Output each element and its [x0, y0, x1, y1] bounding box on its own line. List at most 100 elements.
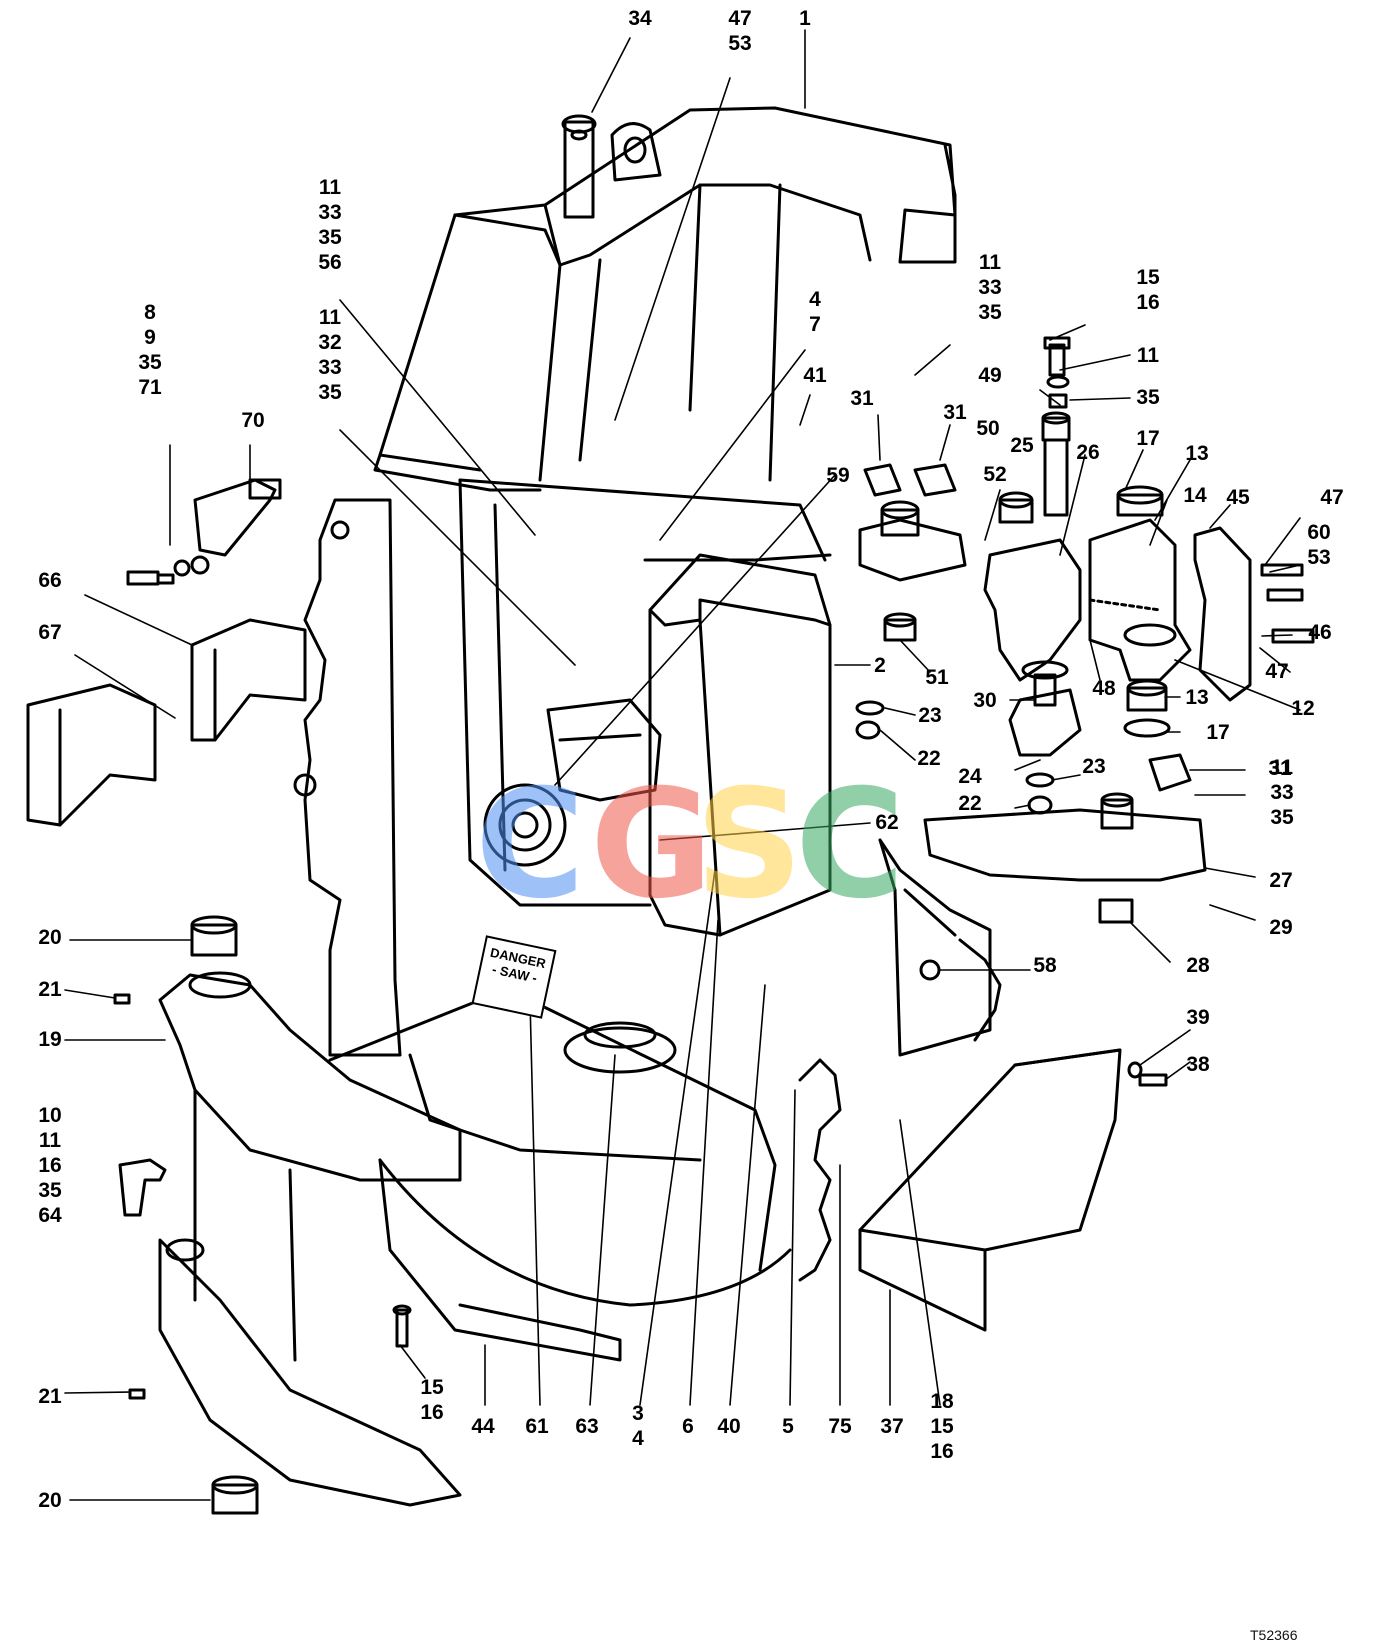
- callout-number: 71: [138, 376, 162, 399]
- callout-number: 59: [826, 463, 850, 487]
- callout-c67: 67: [26, 620, 74, 645]
- callout-c1: 1: [781, 6, 829, 31]
- callout-number: 3: [632, 1402, 644, 1425]
- callout-number: 39: [1186, 1005, 1210, 1029]
- callout-number: 13: [1185, 441, 1209, 465]
- callout-number: 16: [1136, 291, 1160, 314]
- callout-number: 15: [420, 1376, 444, 1399]
- callout-number: 47: [1265, 659, 1289, 683]
- guard-66: [190, 618, 307, 742]
- figure-reference: T52366: [1250, 1627, 1298, 1643]
- callout-number: 70: [241, 408, 265, 432]
- callout-number: 7: [809, 313, 821, 336]
- callout-c66: 66: [26, 568, 74, 593]
- callout-c63: 63: [563, 1414, 611, 1439]
- callout-number: 21: [38, 1384, 62, 1408]
- jaw-27: [923, 753, 1207, 924]
- callout-c5: 5: [764, 1414, 812, 1439]
- bushing-20-bottom: [211, 1475, 259, 1515]
- callout-number: 11: [978, 250, 1002, 274]
- callout-number: 11: [1136, 343, 1160, 367]
- pin-34: [561, 114, 597, 219]
- callout-number: 2: [874, 653, 886, 677]
- callout-c23b: 23: [1070, 754, 1118, 779]
- callout-number: 75: [828, 1414, 852, 1438]
- hydraulic-motor: [483, 698, 662, 867]
- callout-number: 66: [38, 568, 62, 592]
- callout-number: 67: [38, 620, 62, 644]
- callout-number: 5: [782, 1414, 794, 1438]
- callout-number: 60: [1307, 521, 1331, 544]
- callout-c28: 28: [1174, 953, 1222, 978]
- callout-number: 37: [880, 1414, 904, 1438]
- callout-c20b: 20: [26, 1488, 74, 1513]
- callout-number: 6: [682, 1414, 694, 1438]
- callout-number: 35: [978, 300, 1002, 324]
- callout-number: 23: [918, 703, 942, 727]
- callout-number: 44: [471, 1414, 495, 1438]
- callout-number: 11: [38, 1128, 62, 1152]
- callout-c21a: 21: [26, 977, 74, 1002]
- callout-number: 16: [38, 1153, 62, 1177]
- callout-c44: 44: [459, 1414, 507, 1439]
- top-lug: [610, 122, 662, 182]
- callout-c37: 37: [868, 1414, 916, 1439]
- callout-number: 31: [1268, 756, 1292, 780]
- callout-number: 18: [930, 1389, 954, 1413]
- plate-45: [1193, 526, 1252, 702]
- callout-number: 35: [1270, 805, 1294, 829]
- callout-number: 22: [917, 746, 941, 770]
- callout-c6: 6: [664, 1414, 712, 1439]
- callout-c43: 434753: [716, 0, 764, 56]
- callout-number: 20: [38, 925, 62, 949]
- callout-number: 50: [976, 416, 1000, 440]
- callout-c24: 24: [946, 764, 994, 789]
- callout-number: 52: [983, 462, 1007, 486]
- callout-c13a: 13: [1173, 441, 1221, 466]
- callout-c49: 49: [966, 363, 1014, 388]
- callout-number: 32: [318, 331, 342, 354]
- callout-number: 63: [575, 1414, 599, 1438]
- callout-number: 16: [930, 1439, 954, 1463]
- callout-c47a: 47: [1308, 485, 1356, 510]
- guard-67: [26, 683, 157, 827]
- saw-blade: [798, 938, 1002, 1282]
- left-arm-19: [158, 971, 462, 1507]
- callout-number: 46: [1308, 620, 1332, 644]
- callout-number: 19: [38, 1027, 62, 1051]
- lever-arm: [983, 538, 1082, 757]
- callout-c47b: 47: [1253, 659, 1301, 684]
- watermark-char: C: [795, 758, 906, 932]
- callout-c26: 26: [1064, 440, 1112, 465]
- callout-number: 11: [1270, 755, 1294, 779]
- right-lower-frame: [878, 838, 992, 1057]
- saw-housing: [328, 998, 792, 1362]
- callout-c34: 34: [616, 6, 664, 31]
- callout-c31a: 31: [838, 386, 886, 411]
- watermark-char: C: [475, 758, 586, 932]
- collar-25: [998, 491, 1034, 524]
- callout-c61: 61: [513, 1414, 561, 1439]
- callout-c12: 12: [1279, 696, 1327, 721]
- upper-frame: [373, 106, 957, 492]
- callout-c30: 30: [961, 688, 1009, 713]
- callout-c40: 40: [705, 1414, 753, 1439]
- callout-c31b: 31: [931, 400, 979, 425]
- gearbox-block: [648, 553, 832, 937]
- small-hardware: [113, 959, 1168, 1400]
- callout-c50: 50: [964, 416, 1012, 441]
- callout-number: 4: [632, 1427, 644, 1450]
- callout-number: 38: [1186, 1052, 1210, 1076]
- spring-housing: [1088, 485, 1192, 738]
- callout-number: 16: [420, 1401, 444, 1424]
- leader-lines: [64, 29, 1301, 1501]
- callout-c27: 27: [1257, 868, 1305, 893]
- callout-c51: 51: [913, 665, 961, 690]
- callout-number: 22: [958, 791, 982, 815]
